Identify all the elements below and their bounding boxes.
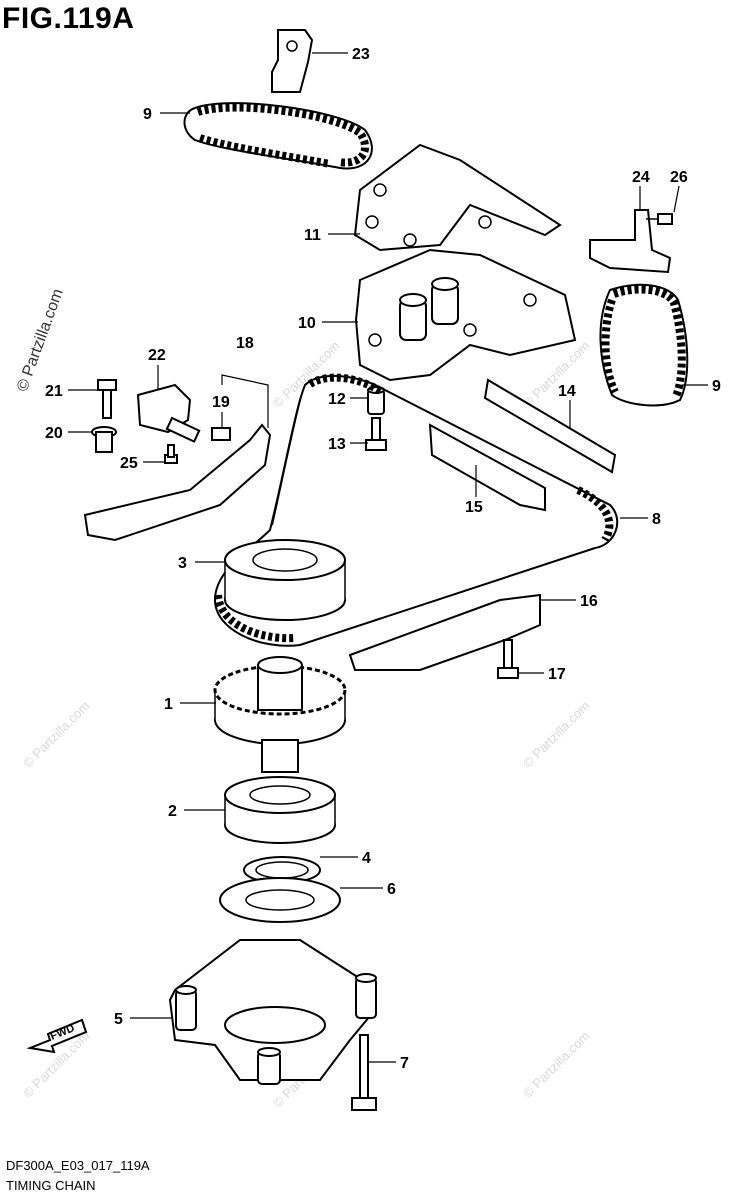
callout-3: 3 [178,555,187,572]
callout-22: 22 [148,347,166,364]
callout-23: 23 [352,46,370,63]
callout-8: 8 [652,511,661,528]
callout-20: 20 [45,425,63,442]
part-13-bolt [365,417,387,451]
part-15-guide [428,423,546,512]
part-6-plate [219,877,341,923]
callout-18: 18 [236,335,254,352]
part-7-bolt [351,1034,377,1111]
callout-14: 14 [558,383,576,400]
part-3-bearing [224,539,346,621]
callout-16: 16 [580,593,598,610]
part-11-gasket [353,143,562,252]
callout-4: 4 [362,850,371,867]
part-22-tensioner [136,383,201,443]
leader-lines [68,52,708,1063]
part-8-timing-chain [213,373,619,647]
part-16-guide [348,593,541,671]
callout-26: 26 [670,169,688,186]
callout-9: 9 [143,106,152,123]
callout-25: 25 [120,455,138,472]
part-21-bolt [97,379,117,419]
part-2-bearing [224,776,336,844]
callout-labels: 23 9 11 10 24 26 9 14 15 12 13 8 16 17 3… [45,46,721,1072]
callout-13: 13 [328,436,346,453]
part-26-bolt [646,213,673,225]
callout-15: 15 [465,499,483,516]
callout-12: 12 [328,391,346,408]
callout-11: 11 [304,227,321,244]
part-18-tensioner-arm [83,423,272,542]
part-17-bolt [497,639,519,679]
callout-1: 1 [164,696,173,713]
callout-19: 19 [212,394,230,411]
callout-9-right: 9 [712,378,721,395]
figure-code: DF300A_E03_017_119A [6,1158,150,1173]
part-23-bracket [271,29,314,93]
callout-17: 17 [548,666,566,683]
part-1-gear [213,656,347,773]
callout-10: 10 [298,315,316,332]
part-9-right-chain [599,283,689,407]
callout-7: 7 [400,1055,409,1072]
callout-6: 6 [387,881,396,898]
callout-5: 5 [114,1011,123,1028]
figure-caption: TIMING CHAIN [6,1178,96,1193]
callout-21: 21 [45,383,63,400]
part-14-guide [483,378,617,474]
part-10-pump-housing [354,248,577,382]
part-19-clip [211,427,231,441]
callout-2: 2 [168,803,177,820]
figure-title: FIG.119A [2,2,135,35]
part-5-housing [168,939,377,1085]
callout-24: 24 [632,169,650,186]
fwd-arrow-icon [26,1018,88,1054]
part-24-bracket [589,209,672,274]
part-25-bolt [164,444,178,464]
part-20-bushing [91,426,117,453]
part-9-upper-chain [183,102,373,170]
